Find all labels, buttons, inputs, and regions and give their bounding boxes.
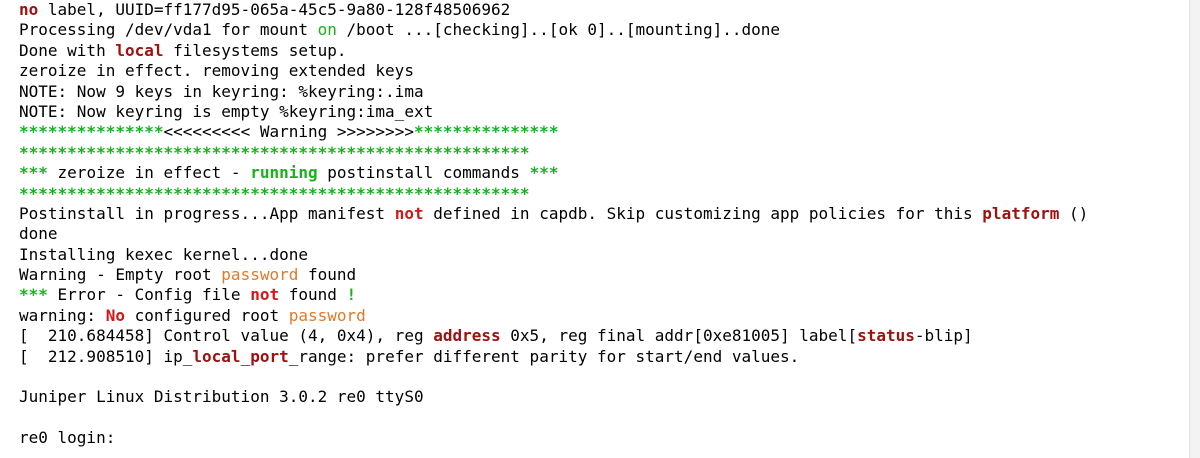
terminal-text-segment: ***: [19, 163, 48, 183]
terminal-text-segment: address: [433, 326, 501, 346]
terminal-text-segment: re0 login:: [19, 428, 116, 448]
terminal-text-segment: zeroize in effect -: [47, 163, 251, 183]
terminal-text-segment: defined in capdb. Skip customizing app p…: [423, 203, 983, 223]
terminal-text-segment: (): [1059, 203, 1089, 223]
terminal-text-segment: Warning - Empty root: [19, 265, 222, 285]
terminal-text-segment: status: [857, 326, 915, 346]
terminal-text-segment: 0x5, reg final addr[0xe81005] label[: [500, 326, 858, 346]
terminal-line: *** zeroize in effect - running postinst…: [19, 163, 1186, 183]
terminal-text-segment: configured root: [124, 305, 289, 325]
terminal-text-segment: password: [288, 305, 366, 325]
terminal-line: done: [19, 224, 1186, 244]
terminal-text-segment: no: [19, 0, 39, 19]
terminal-text-segment: Done with: [19, 40, 116, 60]
terminal-line: ***************<<<<<<<<< Warning >>>>>>>…: [19, 122, 1186, 142]
terminal-line: [ 210.684458] Control value (4, 0x4), re…: [19, 326, 1186, 346]
terminal-text-segment: -blip]: [914, 326, 973, 346]
terminal-line: Done with local filesystems setup.: [19, 41, 1186, 61]
terminal-text-segment: warning:: [19, 305, 106, 325]
terminal-text-segment: zeroize in effect. removing extended key…: [19, 61, 414, 81]
terminal-text-segment: Error - Config file: [47, 285, 251, 305]
terminal-text-segment: _: [240, 346, 251, 366]
terminal-text-segment: Juniper Linux Distribution 3.0.2 re0 tty…: [19, 387, 424, 407]
terminal-text-segment: [ 212.908510] ip_: [19, 346, 193, 366]
terminal-text-segment: done: [19, 224, 58, 244]
terminal-text-segment: <<<<<<<<< Warning >>>>>>>>: [163, 122, 414, 142]
terminal-line: ****************************************…: [19, 143, 1186, 163]
terminal-text-segment: ****************************************…: [19, 183, 530, 203]
terminal-text-segment: found: [298, 265, 357, 285]
terminal-text-segment: _range: prefer different parity for star…: [288, 346, 800, 366]
terminal-text-segment: Installing kexec kernel...done: [19, 244, 308, 264]
terminal-line: Juniper Linux Distribution 3.0.2 re0 tty…: [19, 387, 1186, 407]
terminal-line: Postinstall in progress...App manifest n…: [19, 204, 1186, 224]
terminal-line: *** Error - Config file not found !: [19, 285, 1186, 305]
terminal-text-segment: label, UUID=ff177d95-065a-45c5-9a80-128f…: [38, 0, 511, 19]
terminal-text-segment: Postinstall in progress...App manifest: [19, 203, 395, 223]
terminal-text-segment: NOTE: Now keyring is empty %keyring:ima_…: [19, 101, 434, 121]
terminal-text-segment: NOTE: Now 9 keys in keyring: %keyring:.i…: [19, 81, 424, 101]
terminal-text-segment: running: [250, 163, 318, 183]
terminal-line: Installing kexec kernel...done: [19, 245, 1186, 265]
terminal-text-segment: !: [346, 285, 357, 305]
terminal-line: NOTE: Now keyring is empty %keyring:ima_…: [19, 102, 1186, 122]
terminal-text-segment: platform: [982, 203, 1060, 223]
terminal-text-segment: not: [394, 203, 424, 223]
terminal-line: Warning - Empty root password found: [19, 265, 1186, 285]
terminal-text-segment: filesystems setup.: [163, 40, 347, 60]
terminal-line: warning: No configured root password: [19, 306, 1186, 326]
terminal-line: [19, 367, 1186, 387]
terminal-text-segment: ***: [529, 163, 559, 183]
terminal-text-segment: ***: [19, 285, 48, 305]
terminal-line: NOTE: Now 9 keys in keyring: %keyring:.i…: [19, 82, 1186, 102]
terminal-text-segment: /boot ...[checking]..[ok 0]..[mounting].…: [336, 20, 780, 40]
terminal-line: Processing /dev/vda1 for mount on /boot …: [19, 20, 1186, 40]
terminal-text-segment: ***************: [19, 122, 164, 142]
terminal-text-segment: [ 210.684458] Control value (4, 0x4), re…: [19, 326, 434, 346]
terminal-output: no label, UUID=ff177d95-065a-45c5-9a80-1…: [19, 0, 1186, 449]
terminal-text-segment: found: [279, 285, 347, 305]
terminal-text-segment: Processing /dev/vda1 for mount: [19, 20, 318, 40]
terminal-text-segment: password: [221, 265, 299, 285]
terminal-line: zeroize in effect. removing extended key…: [19, 61, 1186, 81]
terminal-line: ****************************************…: [19, 184, 1186, 204]
terminal-line: [ 212.908510] ip_local_port_range: prefe…: [19, 347, 1186, 367]
terminal-text-segment: local: [192, 346, 241, 366]
terminal-line: no label, UUID=ff177d95-065a-45c5-9a80-1…: [19, 0, 1186, 20]
terminal-text-segment: local: [115, 40, 164, 60]
terminal-text-segment: No: [105, 305, 125, 325]
terminal-line: [19, 408, 1186, 428]
terminal-text-segment: ***************: [413, 122, 559, 142]
terminal-text-segment: on: [317, 20, 337, 40]
terminal-text-segment: ****************************************…: [19, 142, 530, 162]
terminal-text-segment: postinstall commands: [317, 163, 530, 183]
terminal-text-segment: not: [250, 285, 280, 305]
login-prompt[interactable]: re0 login:: [19, 428, 1186, 448]
terminal-text-segment: port: [250, 346, 289, 366]
